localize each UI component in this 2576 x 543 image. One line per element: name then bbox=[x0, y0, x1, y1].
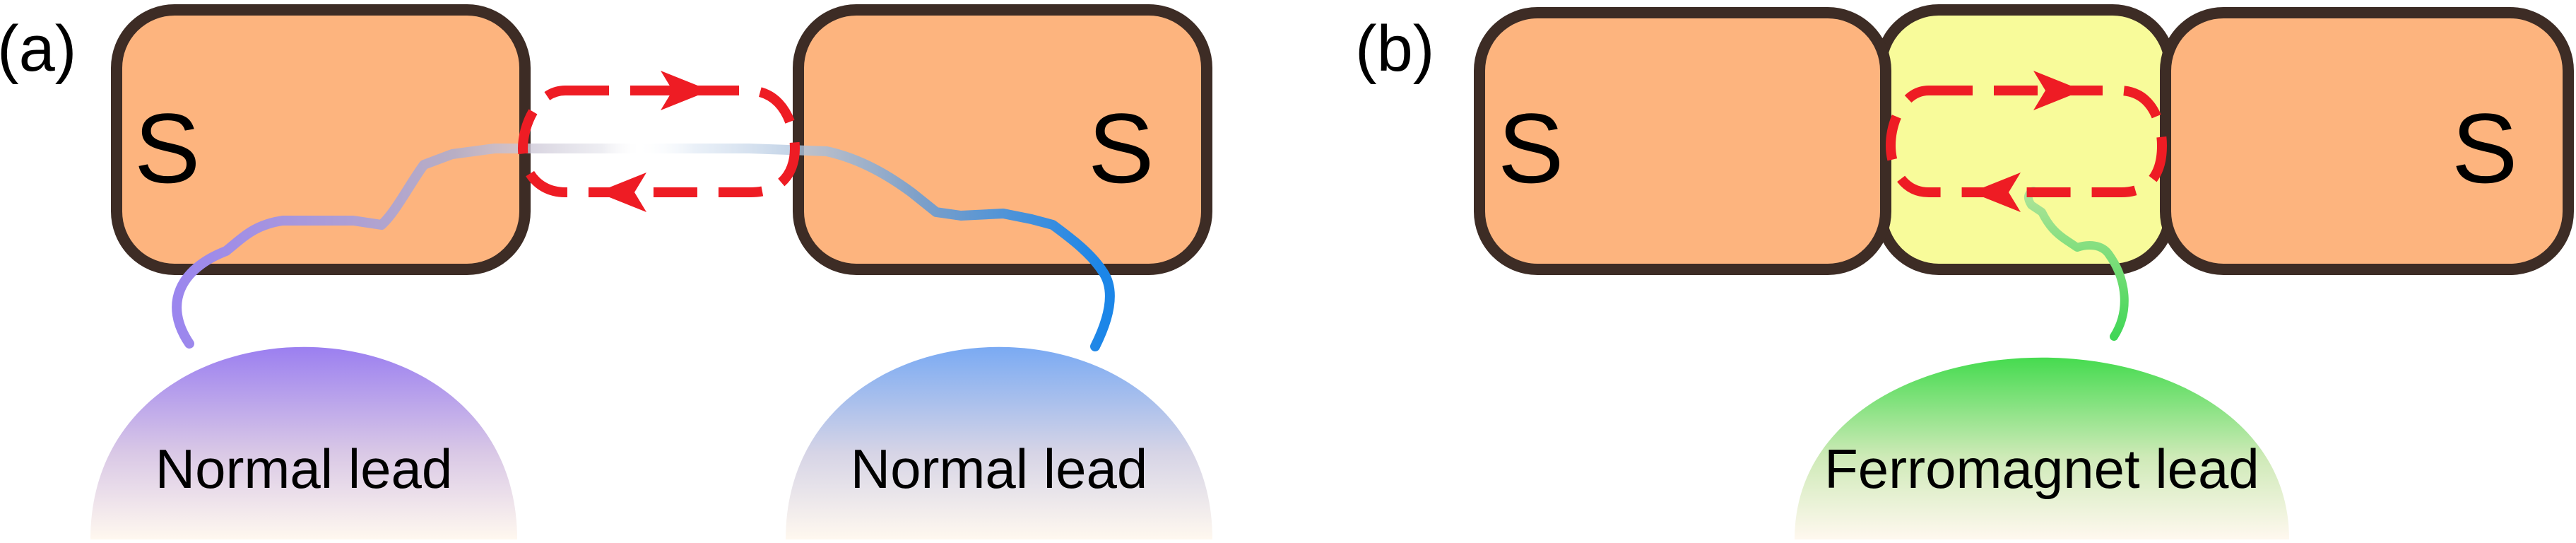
loop-dashed-path-a bbox=[517, 86, 800, 197]
normal-lead-right bbox=[786, 346, 1212, 539]
panel-b-label: (b) bbox=[1355, 13, 1434, 85]
superconductor-right-label: S bbox=[1088, 93, 1154, 204]
panel-a: (a) S S Normal lead Normal lead bbox=[0, 4, 1212, 539]
ferromagnet-junction-block bbox=[1875, 4, 2176, 275]
normal-lead-left bbox=[90, 346, 517, 539]
panel-b: (b) Ferromagnet lead S S bbox=[1355, 4, 2574, 539]
arrow-left-icon bbox=[597, 173, 646, 212]
superconductor-left-label-b: S bbox=[1498, 93, 1564, 204]
arrow-left-icon bbox=[1971, 173, 2021, 212]
ferromagnet-lead-label: Ferromagnet lead bbox=[1824, 438, 2259, 500]
superconductor-left-label: S bbox=[134, 93, 200, 204]
superconductor-left-block-b bbox=[1474, 7, 1891, 275]
superconductor-right-block bbox=[793, 4, 1212, 275]
arrow-right-icon bbox=[661, 71, 710, 110]
superconductor-right-label-b: S bbox=[2452, 93, 2517, 204]
andreev-loop-b bbox=[1885, 71, 2168, 212]
loop-dashed-path-b bbox=[1885, 86, 2168, 197]
normal-lead-left-label: Normal lead bbox=[155, 438, 453, 500]
arrow-right-icon bbox=[2033, 71, 2083, 110]
andreev-loop-a bbox=[517, 71, 800, 212]
panel-a-label: (a) bbox=[0, 13, 76, 85]
electron-path-wire-b bbox=[2023, 187, 2129, 341]
ferromagnet-lead bbox=[1795, 357, 2289, 539]
electron-path-wire bbox=[172, 144, 1115, 351]
normal-lead-right-label: Normal lead bbox=[851, 438, 1148, 500]
